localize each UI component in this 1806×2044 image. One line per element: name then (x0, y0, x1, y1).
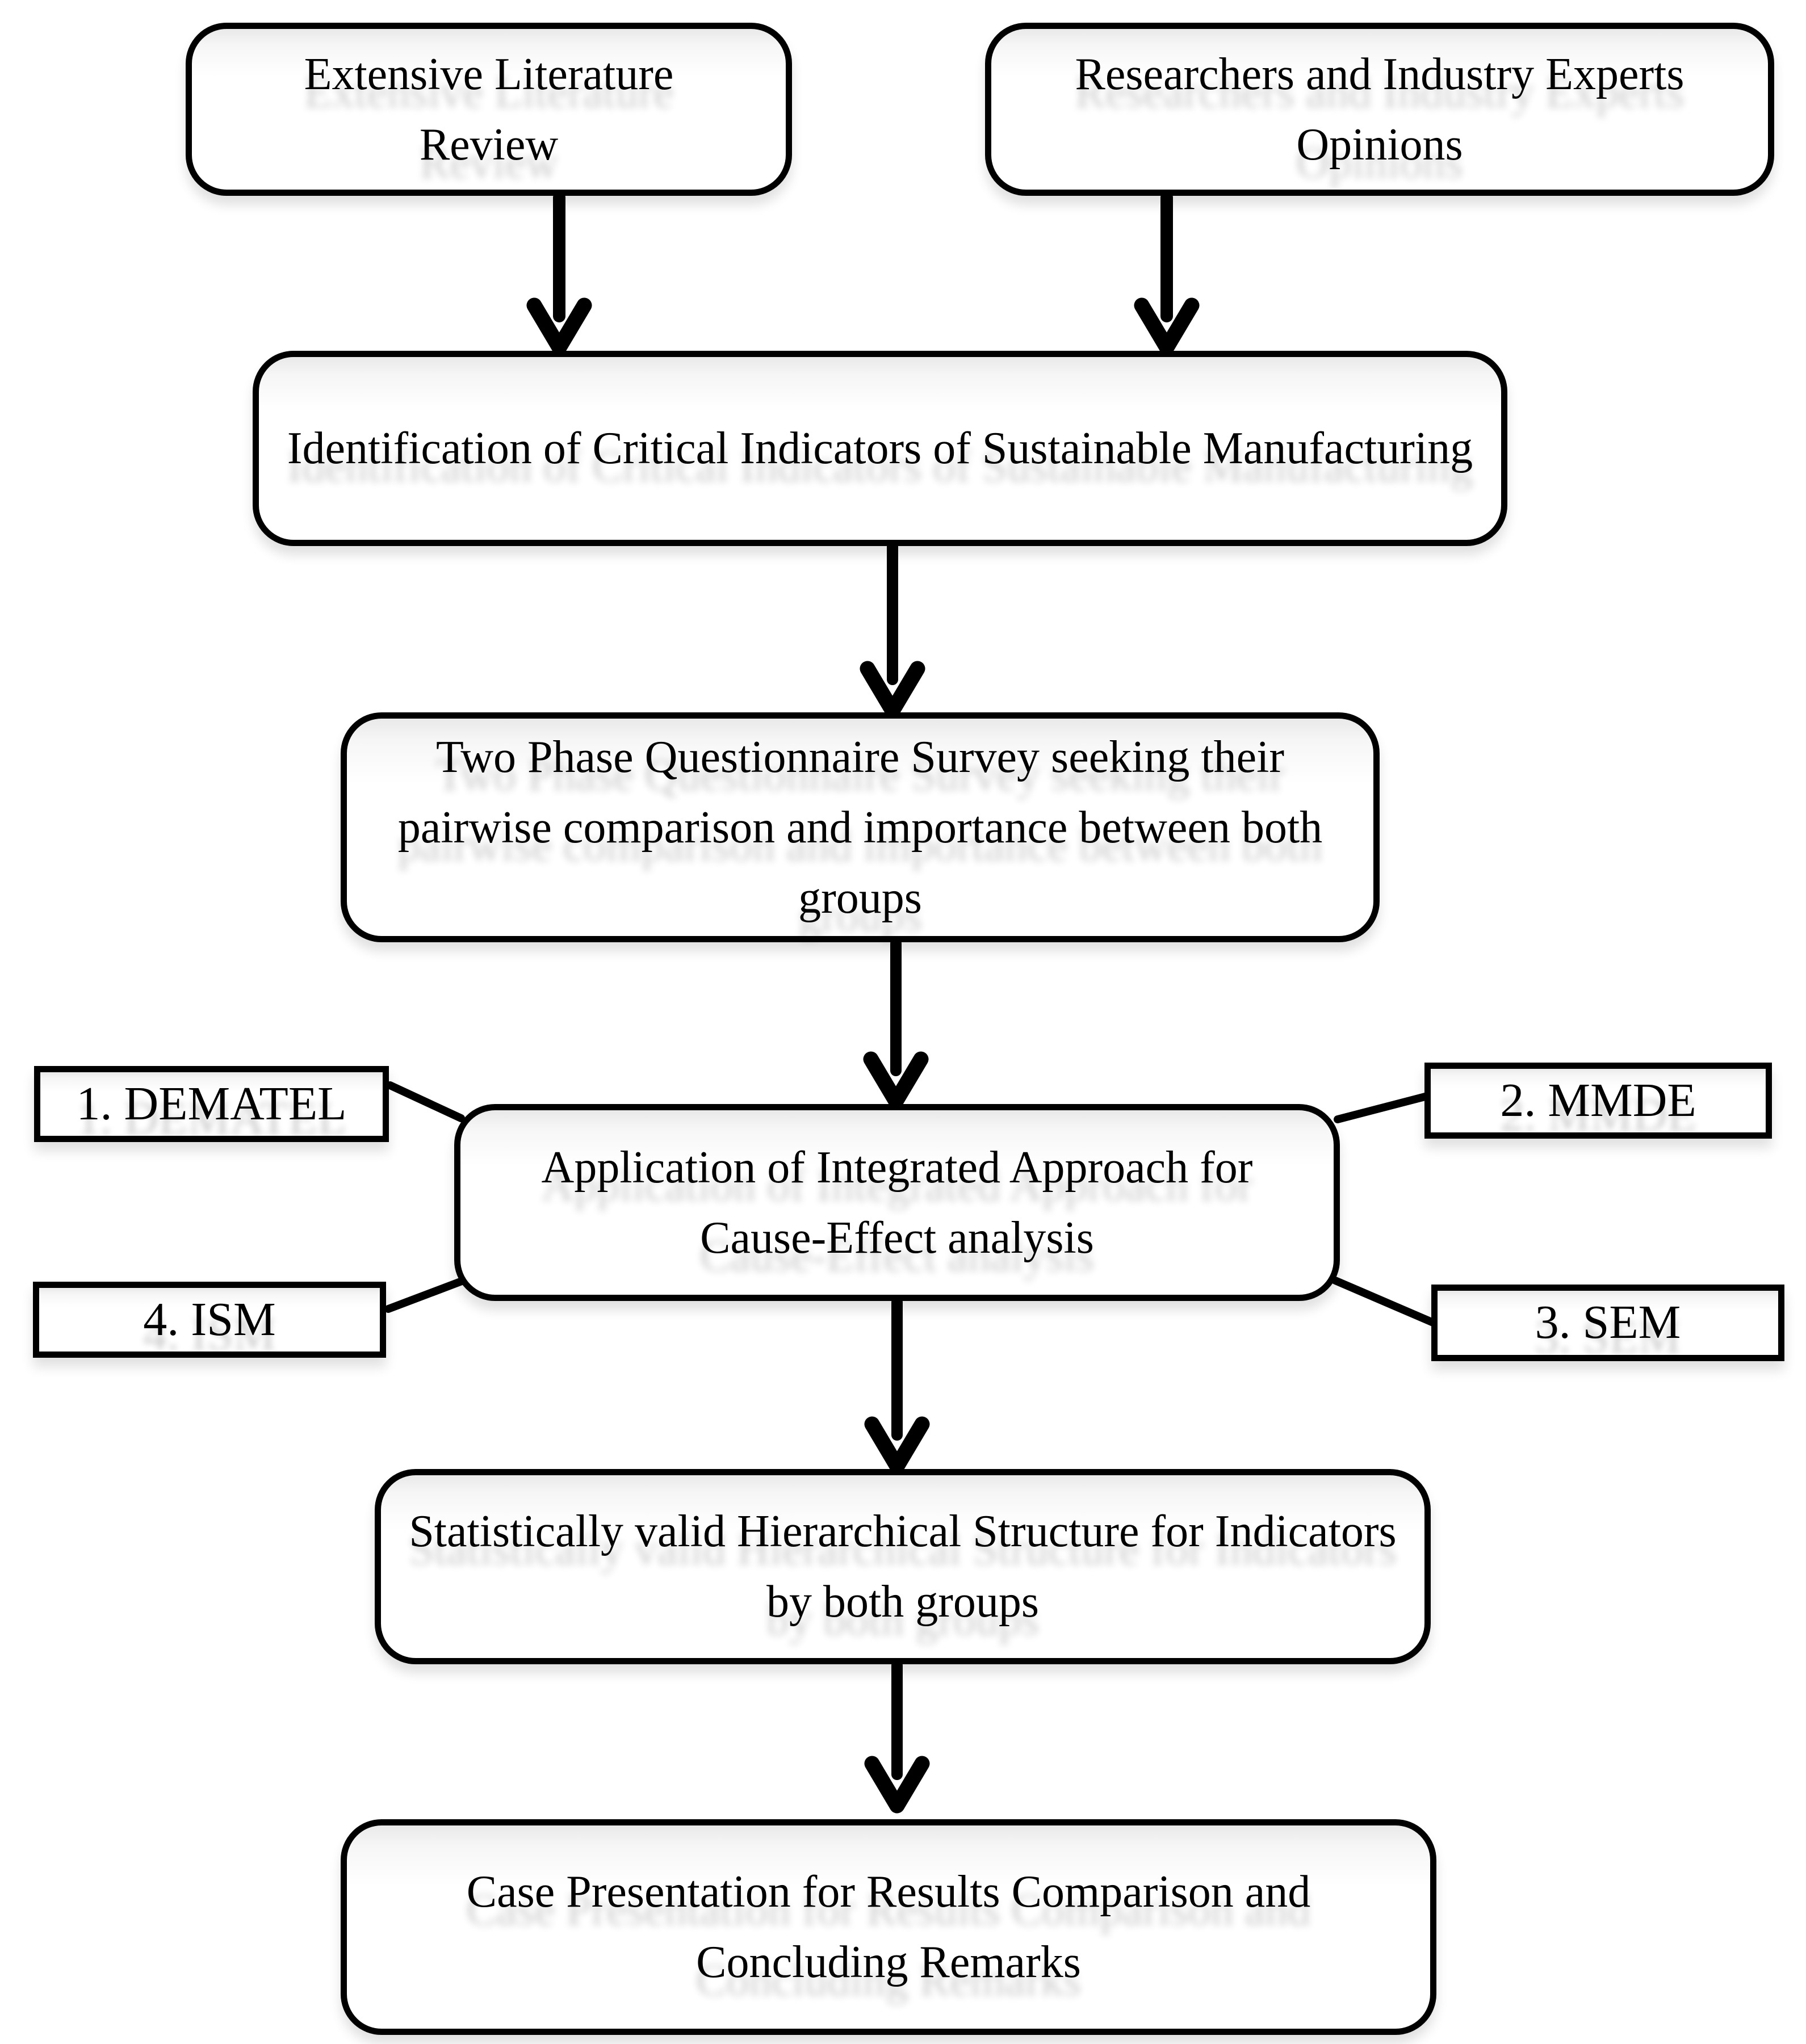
arrow-literature-to-identification (526, 191, 592, 355)
node-statistically-valid-hierarchical-structure: Statistically valid Hierarchical Structu… (375, 1469, 1431, 1664)
node-label: Application of Integrated Approach for C… (541, 1142, 1253, 1263)
node-extensive-literature-review: Extensive Literature Review (186, 23, 792, 196)
node-integrated-approach-cause-effect: Application of Integrated Approach for C… (454, 1104, 1340, 1301)
node-label: Extensive Literature Review (304, 49, 674, 170)
node-label: Two Phase Questionnaire Survey seeking t… (397, 732, 1323, 923)
node-label: Researchers and Industry Experts Opinion… (1075, 49, 1685, 170)
node-researchers-industry-experts: Researchers and Industry Experts Opinion… (985, 23, 1774, 196)
node-method-dematel: 1. DEMATEL (34, 1066, 389, 1142)
line-sem-to-integrated (1331, 1277, 1437, 1327)
node-label: Identification of Critical Indicators of… (287, 423, 1473, 473)
node-two-phase-questionnaire-survey: Two Phase Questionnaire Survey seeking t… (341, 712, 1380, 942)
node-method-mmde: 2. MMDE (1424, 1063, 1772, 1139)
node-identification-critical-indicators: Identification of Critical Indicators of… (253, 351, 1507, 546)
node-label: 2. MMDE (1500, 1073, 1696, 1127)
node-label: Case Presentation for Results Comparison… (466, 1867, 1311, 1987)
arrow-integrated-to-hierarchy (864, 1296, 930, 1474)
arrow-survey-to-integrated (863, 938, 929, 1109)
node-label: Statistically valid Hierarchical Structu… (409, 1506, 1397, 1627)
node-case-presentation-concluding-remarks: Case Presentation for Results Comparison… (341, 1819, 1436, 2035)
line-dematel-to-integrated (386, 1081, 465, 1122)
node-method-ism: 4. ISM (33, 1282, 386, 1358)
node-label: 3. SEM (1535, 1296, 1681, 1349)
arrow-experts-to-identification (1134, 191, 1200, 355)
node-label: 1. DEMATEL (76, 1077, 347, 1130)
node-method-sem: 3. SEM (1431, 1285, 1784, 1361)
line-mmde-to-integrated (1334, 1093, 1429, 1123)
arrow-hierarchy-to-case (864, 1660, 930, 1814)
node-label: 4. ISM (143, 1292, 276, 1346)
arrow-identification-to-survey (860, 541, 925, 719)
line-ism-to-integrated (384, 1277, 467, 1313)
